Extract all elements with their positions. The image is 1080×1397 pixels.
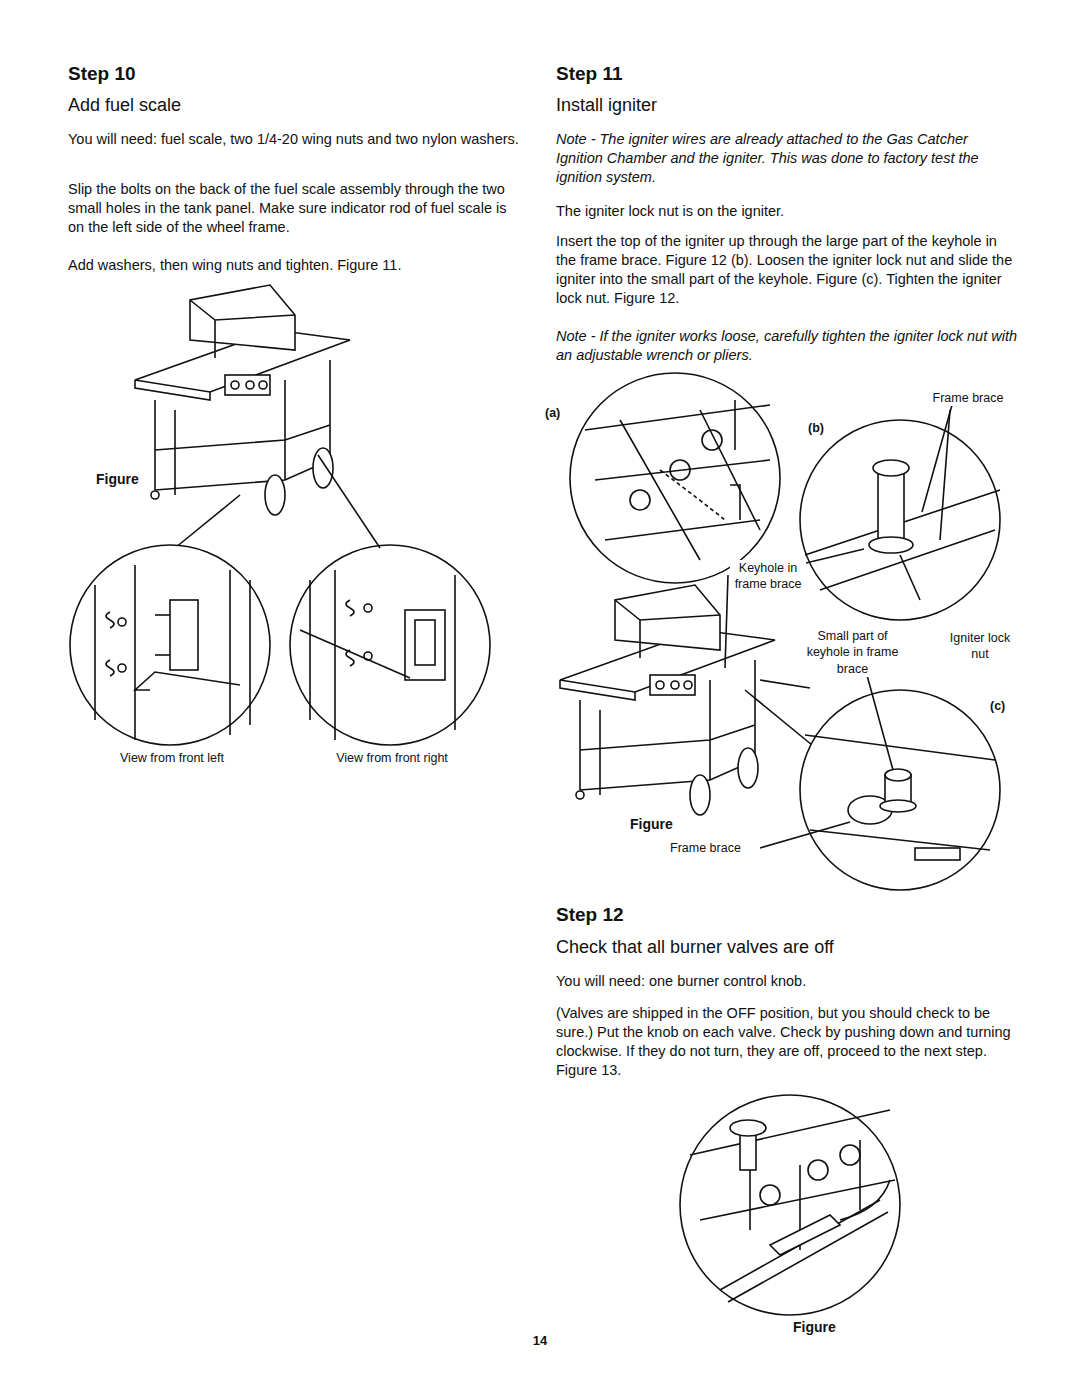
- view-caption: View from front right: [312, 750, 472, 766]
- figure-label: Figure: [96, 470, 196, 488]
- body-text: (Valves are shipped in the OFF position,…: [556, 1004, 1018, 1079]
- callout-label: Keyhole in frame brace: [730, 560, 806, 593]
- figure-label: Figure: [793, 1318, 893, 1336]
- body-text: You will need: fuel scale, two 1/4-20 wi…: [68, 130, 523, 149]
- step-title: Check that all burner valves are off: [556, 936, 1016, 959]
- callout-letter: (b): [808, 420, 838, 436]
- callout-label: Small part of keyhole in frame brace: [805, 628, 900, 677]
- body-text: Add washers, then wing nuts and tighten.…: [68, 256, 523, 275]
- callout-letter: (a): [545, 405, 575, 421]
- step-heading: Step 10: [68, 62, 368, 87]
- figure-label: Figure: [630, 815, 730, 833]
- body-text: You will need: one burner control knob.: [556, 972, 1016, 991]
- note-text: Note - The igniter wires are already att…: [556, 130, 1016, 187]
- callout-label: Igniter lock nut: [945, 630, 1015, 663]
- body-text: The igniter lock nut is on the igniter.: [556, 202, 1016, 221]
- callout-letter: (c): [990, 698, 1020, 714]
- step-title: Add fuel scale: [68, 94, 518, 117]
- view-caption: View from front left: [92, 750, 252, 766]
- note-text: Note - If the igniter works loose, caref…: [556, 327, 1018, 365]
- callout-label: Frame brace: [670, 840, 760, 856]
- step-heading: Step 11: [556, 62, 856, 87]
- page-number: 14: [515, 1333, 565, 1350]
- step-heading: Step 12: [556, 903, 856, 928]
- body-text: Slip the bolts on the back of the fuel s…: [68, 180, 523, 237]
- step-title: Install igniter: [556, 94, 1006, 117]
- body-text: Insert the top of the igniter up through…: [556, 232, 1018, 307]
- callout-label: Frame brace: [918, 390, 1018, 406]
